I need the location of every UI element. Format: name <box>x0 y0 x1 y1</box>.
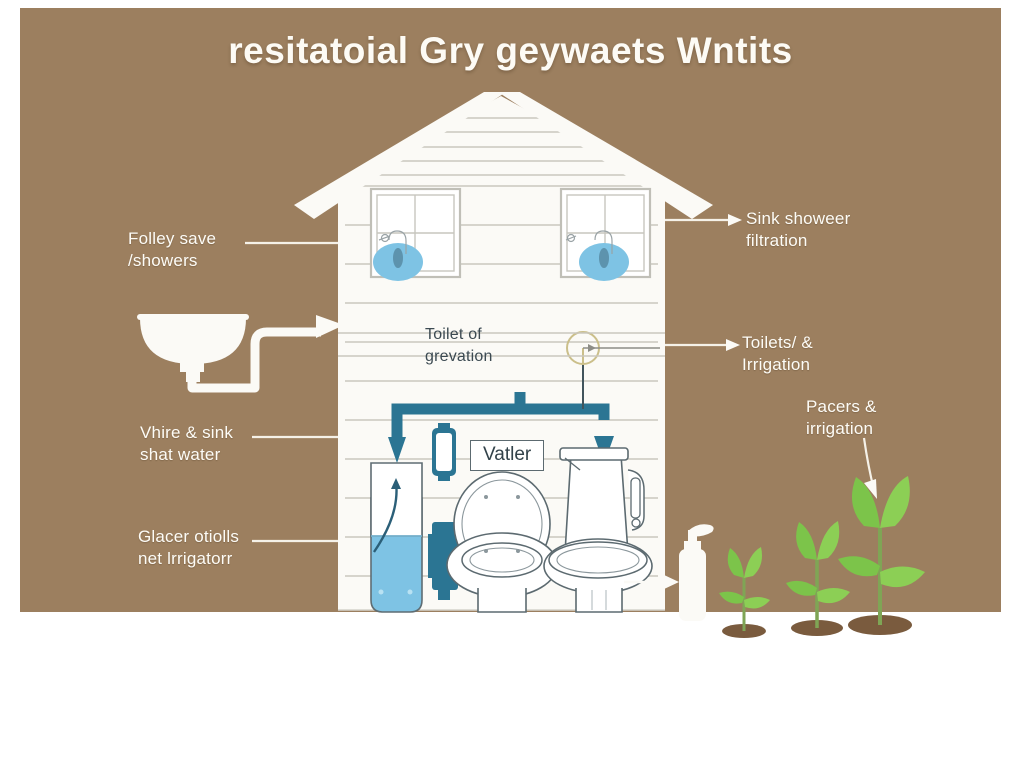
center-leader-lines <box>338 332 665 357</box>
plant-medium <box>786 521 850 636</box>
filter-unit-upper <box>432 423 456 481</box>
toilet-left <box>446 471 558 613</box>
storage-tank <box>370 462 423 613</box>
toilet-right <box>543 447 653 613</box>
floor <box>20 612 1001 760</box>
label-toilet-of-grevation: Toilet of grevation <box>425 326 493 365</box>
plant-small <box>719 547 770 638</box>
label-glacer-otiolls-net-lrrigatorr: Glacer otiolls net lrrigatorr <box>138 527 240 568</box>
leader-lines-right <box>665 214 877 499</box>
label-folley-save-showers: Folley save /showers <box>128 229 217 270</box>
soap-dispenser <box>624 524 714 621</box>
valve-circle <box>566 331 660 365</box>
label-vatler: Vatler <box>470 440 545 471</box>
label-toilets-irrigation: Toilets/ & Irrigation <box>742 333 813 374</box>
page-title: resitatoial Gry geywaets Wntits <box>228 30 793 71</box>
window-right <box>559 187 652 281</box>
label-vhire-sink-shat-water: Vhire & sink shat water <box>140 423 234 464</box>
sink-basin <box>137 314 344 393</box>
window-left <box>369 187 462 281</box>
label-sink-showeer-filtration: Sink showeer filtration <box>746 209 851 250</box>
leader-lines-left <box>245 241 338 543</box>
plant-large <box>838 476 925 635</box>
label-pacers-irrigation: Pacers & irrigation <box>806 397 877 438</box>
